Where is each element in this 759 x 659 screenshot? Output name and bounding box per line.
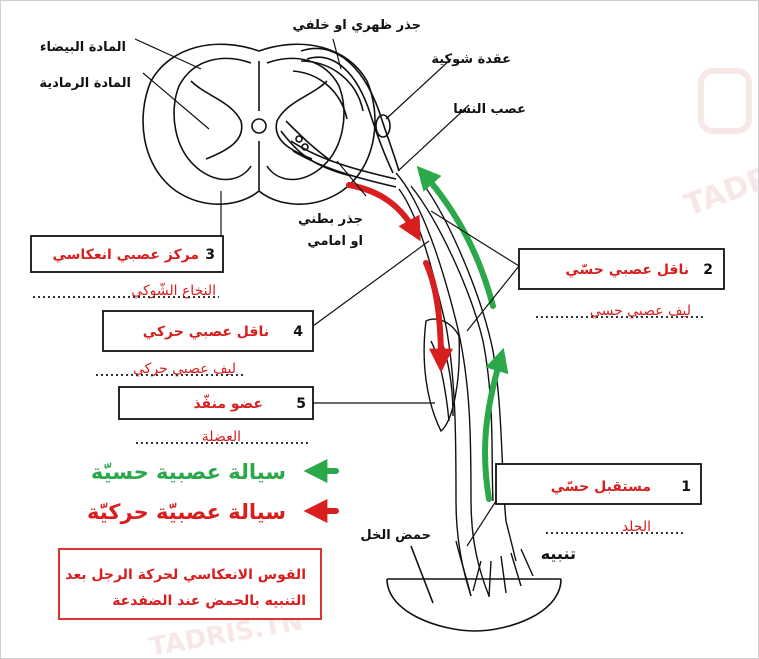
box-3-number: 3 bbox=[205, 247, 215, 263]
box-3-answer: النخاع الشّوكي bbox=[131, 283, 216, 299]
box-4-label: ناقل عصبي حركي bbox=[143, 324, 269, 340]
caption-line-1: القوس الانعكاسي لحركة الرجل بعد bbox=[65, 567, 306, 583]
box-4-motor-conductor: 4 ناقل عصبي حركي ليف عصبي حركي bbox=[96, 310, 314, 377]
caption-box: القوس الانعكاسي لحركة الرجل بعد التنبيه … bbox=[58, 548, 322, 620]
label-ventral-root-2: او امامي bbox=[307, 234, 363, 249]
box-4-answer: ليف عصبي حركي bbox=[133, 361, 236, 377]
label-stimulation: تنبيه bbox=[541, 544, 576, 563]
box-5-number: 5 bbox=[296, 396, 306, 412]
label-gray-matter: المادة الرمادية bbox=[39, 76, 131, 91]
label-dorsal-root: جذر ظهري او خلفي bbox=[293, 18, 422, 33]
muscle-shape bbox=[423, 318, 461, 433]
box-1-answer: الجلد bbox=[622, 519, 651, 535]
box-4-number: 4 bbox=[293, 324, 303, 340]
box-3-label: مركز عصبي انعكاسي bbox=[52, 247, 199, 263]
box-2-answer: ليف عصبي حسي bbox=[590, 303, 691, 319]
box-5-label: عضو منفّذ bbox=[193, 395, 263, 412]
caption-line-2: التنبيه بالحمض عند الضفدعة bbox=[112, 593, 306, 609]
label-white-matter: المادة البيضاء bbox=[40, 40, 126, 55]
dorsal-root bbox=[300, 47, 400, 174]
label-spinal-ganglion: عقدة شوكية bbox=[431, 52, 511, 67]
spinal-ganglion-shape bbox=[375, 114, 391, 138]
legend-motor-label: سيالة عصبيّة حركيّة bbox=[87, 500, 286, 524]
leader-lines bbox=[134, 38, 520, 547]
label-sciatic-nerve: عصب النسا bbox=[453, 102, 526, 117]
box-2-label: ناقل عصبي حسّي bbox=[565, 262, 689, 278]
box-3-reflex-center: 3 مركز عصبي انعكاسي النخاع الشّوكي bbox=[30, 235, 224, 299]
acid-pointer bbox=[410, 545, 434, 604]
watermark-text-right: TADRIS.TN bbox=[680, 129, 758, 223]
box-1-sensory-receptor: 1 مستقبل حسّي الجلد bbox=[495, 463, 702, 535]
box-5-effector: 5 عضو منفّذ العضلة bbox=[118, 386, 314, 445]
legend: سيالة عصبية حسيّة سيالة عصبيّة حركيّة bbox=[87, 459, 339, 524]
spinal-cord-section bbox=[142, 43, 376, 205]
label-ventral-root-1: جذر بطني bbox=[298, 212, 363, 227]
watermark-logo bbox=[698, 68, 752, 134]
acid-dish bbox=[386, 545, 562, 632]
box-1-label: مستقبل حسّي bbox=[551, 479, 651, 495]
ventral-root bbox=[290, 135, 397, 188]
box-2-number: 2 bbox=[703, 262, 713, 278]
box-2-sensory-conductor: 2 ناقل عصبي حسّي ليف عصبي حسي bbox=[518, 248, 725, 319]
box-5-answer: العضلة bbox=[202, 429, 241, 445]
box-1-number: 1 bbox=[681, 479, 691, 495]
sensory-impulse-arrows bbox=[416, 165, 509, 502]
label-acetic-acid: حمض الخل bbox=[360, 528, 431, 543]
anatomy-labels: المادة البيضاء المادة الرمادية جذر ظهري … bbox=[39, 18, 576, 563]
legend-sensory-label: سيالة عصبية حسيّة bbox=[91, 460, 286, 484]
